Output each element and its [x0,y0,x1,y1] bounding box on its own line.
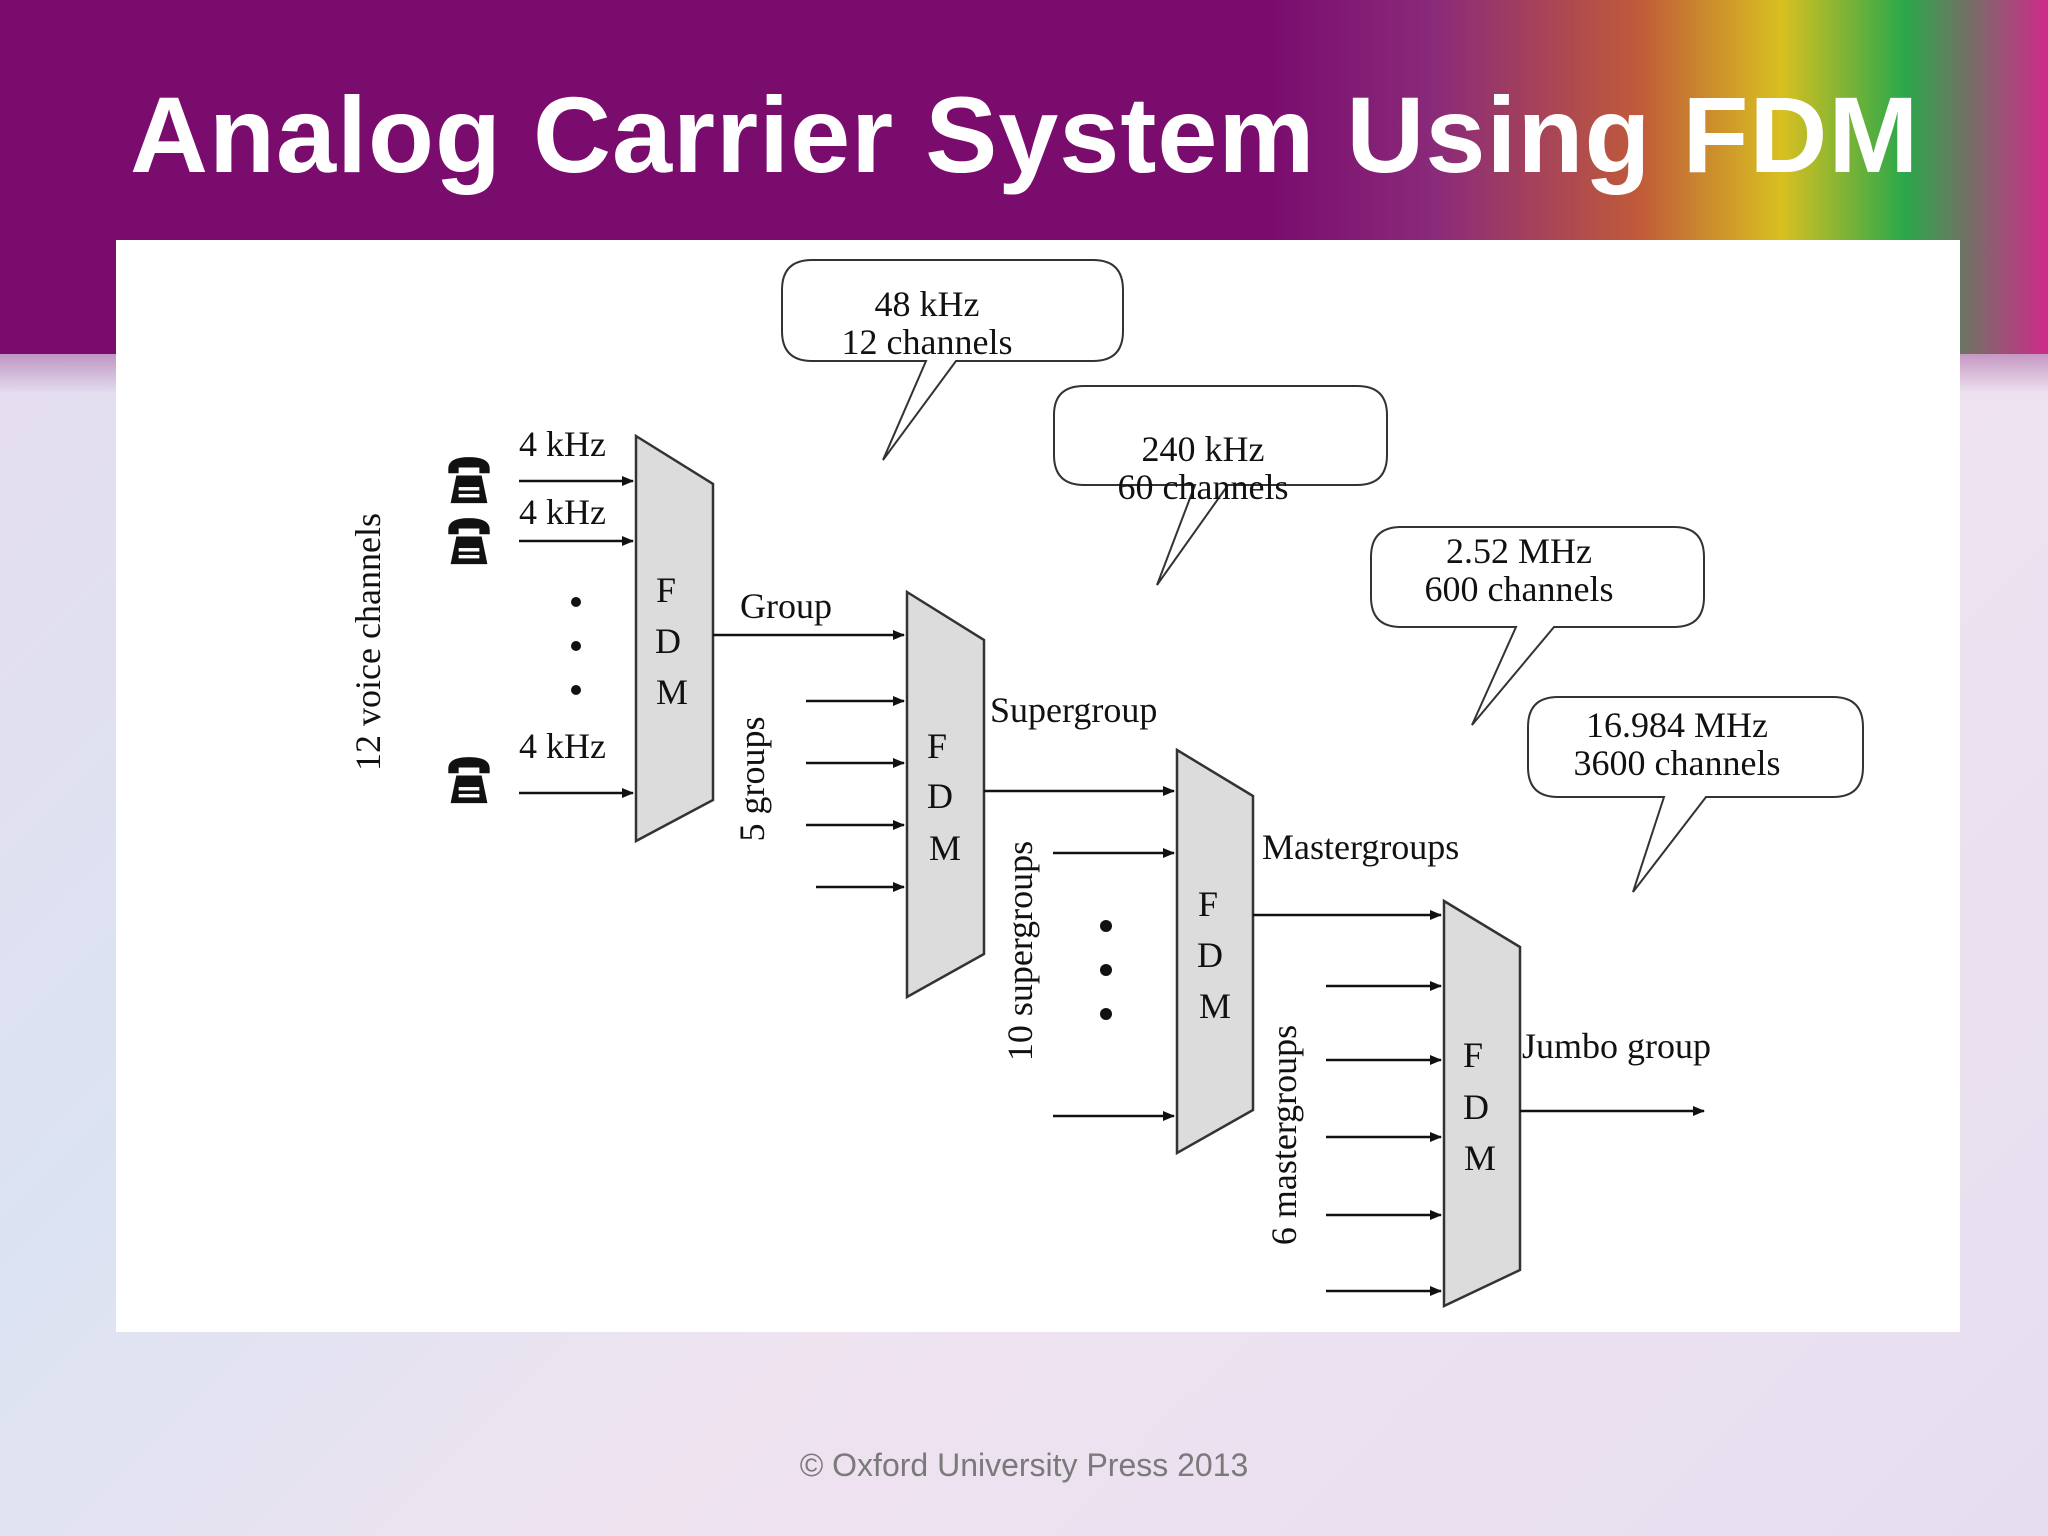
mastergroups-count-label: 6 mastergroups [1264,1025,1304,1245]
callout-mastergroup-bandwidth: 2.52 MHz 600 channels [1370,526,1705,726]
input-frequency-label: 4 kHz [519,492,606,532]
callout-supergroup-bandwidth: 240 kHz 60 channels [1053,385,1388,586]
ellipsis-dot [571,641,581,651]
copyright-footer: © Oxford University Press 2013 [799,1447,1249,1483]
voice-channels-label: 12 voice channels [348,513,388,771]
svg-text:F: F [656,570,676,610]
phone-icon [448,457,490,504]
callout-jumbo-group-bandwidth: 16.984 MHz 3600 channels [1527,696,1864,893]
svg-text:M: M [1199,986,1231,1026]
svg-text:M: M [1464,1138,1496,1178]
svg-text:F: F [927,726,947,766]
ellipsis-dot [1100,964,1112,976]
ellipsis-dot [1100,1008,1112,1020]
phone-icon [448,757,490,804]
svg-text:F: F [1463,1035,1483,1075]
svg-text:D: D [1197,935,1223,975]
svg-text:F: F [1198,884,1218,924]
svg-text:D: D [655,621,681,661]
groups-count-label: 5 groups [732,717,772,842]
fdm-hierarchy-diagram: 12 voice channels 4 kHz 4 kHz 4 kHz F D … [348,259,1864,1308]
fdm-multiplexer-2: F D M [905,589,986,1000]
svg-text:16.984 MHz: 16.984 MHz [1586,705,1768,745]
svg-text:2.52 MHz: 2.52 MHz [1446,531,1592,571]
svg-text:D: D [1463,1087,1489,1127]
svg-text:M: M [929,828,961,868]
supergroup-output-label: Supergroup [990,690,1157,730]
jumbo-group-output-label: Jumbo group [1522,1026,1711,1066]
supergroups-count-label: 10 supergroups [1000,841,1040,1061]
phone-icon [448,518,490,565]
fdm-multiplexer-3: F D M [1175,747,1255,1156]
input-frequency-label: 4 kHz [519,424,606,464]
slide-title: Analog Carrier System Using FDM [130,74,1920,195]
svg-text:3600 channels: 3600 channels [1574,743,1781,783]
svg-text:12 channels: 12 channels [842,322,1013,362]
svg-text:M: M [656,672,688,712]
ellipsis-dot [571,597,581,607]
fdm-multiplexer-4: F D M [1442,898,1522,1308]
mastergroups-output-label: Mastergroups [1262,827,1459,867]
svg-text:48 kHz: 48 kHz [875,284,980,324]
svg-text:60 channels: 60 channels [1118,467,1289,507]
fdm-multiplexer-1: F D M [634,433,715,844]
diagram-panel: 12 voice channels 4 kHz 4 kHz 4 kHz F D … [116,240,1960,1332]
callout-group-bandwidth: 48 kHz 12 channels [781,259,1124,461]
svg-text:600 channels: 600 channels [1425,569,1614,609]
ellipsis-dot [1100,920,1112,932]
group-output-label: Group [740,586,832,626]
svg-text:D: D [927,776,953,816]
input-frequency-label: 4 kHz [519,726,606,766]
ellipsis-dot [571,685,581,695]
svg-text:240 kHz: 240 kHz [1142,429,1265,469]
